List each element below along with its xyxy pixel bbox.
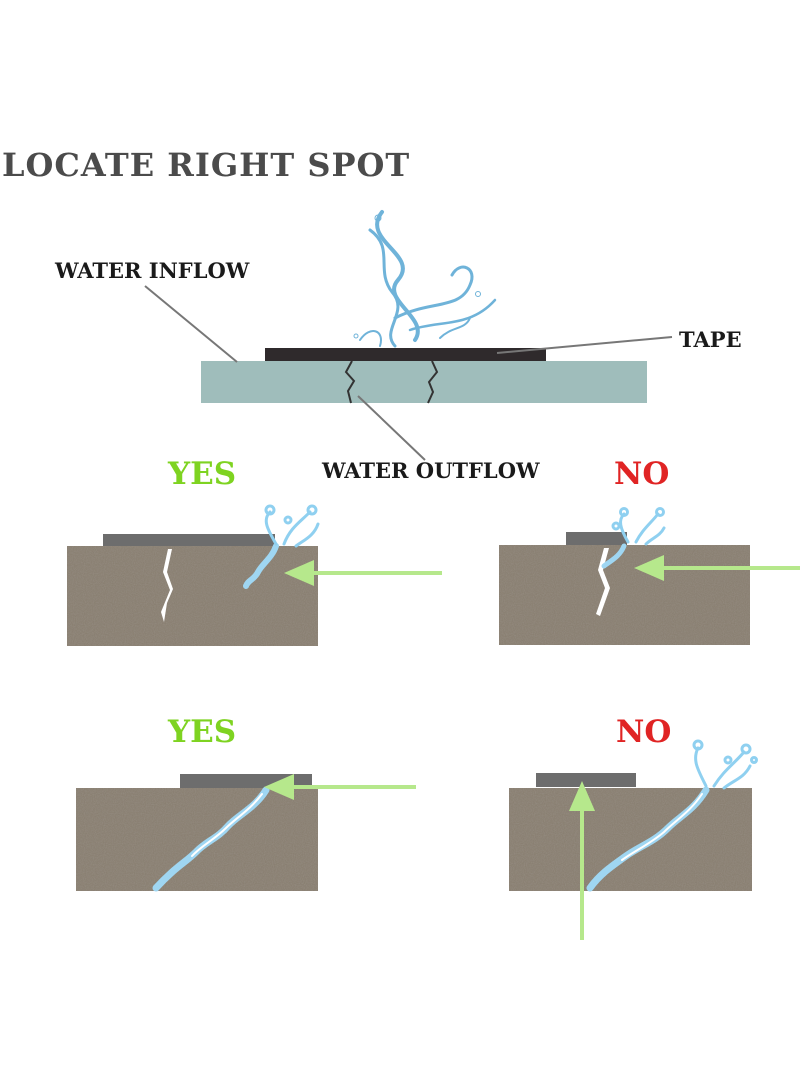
panel-yes-top [67, 504, 442, 646]
tape-label: TAPE [679, 327, 742, 352]
tape-strip [103, 534, 275, 546]
concrete-block [76, 788, 318, 891]
outflow-leader [357, 395, 426, 461]
crack-left [344, 360, 356, 404]
water-leak [601, 543, 627, 569]
tape-strip [566, 532, 627, 545]
inflow-leader [144, 285, 238, 363]
slab [201, 361, 647, 403]
crack-right [427, 360, 439, 404]
water-leak [243, 543, 279, 589]
tape-leader [496, 336, 673, 354]
crack [596, 548, 610, 616]
concrete-block [509, 788, 752, 891]
verdict-no-top: NO [614, 456, 670, 492]
water-splash [264, 504, 320, 548]
tape-strip [536, 773, 636, 787]
panel-no-top [499, 507, 800, 645]
tape-strip [265, 348, 546, 361]
arrow-head [569, 781, 595, 811]
concrete-block [499, 545, 750, 645]
arrow-head [634, 555, 664, 581]
top-schematic [144, 210, 673, 461]
crack [161, 549, 173, 622]
water-outflow-label: WATER OUTFLOW [322, 458, 540, 483]
verdict-no-bottom: NO [616, 714, 672, 750]
panel-yes-bottom [76, 774, 416, 892]
water-crack-highlight [191, 793, 263, 857]
page-title: LOCATE RIGHT SPOT [2, 146, 411, 184]
water-splash [692, 739, 758, 790]
water-splash [611, 507, 666, 546]
water-crack-highlight [621, 793, 703, 861]
verdict-yes-bottom: YES [168, 714, 237, 750]
arrow-head [284, 560, 314, 586]
water-splash-top [353, 210, 497, 348]
water-inflow-label: WATER INFLOW [55, 258, 250, 283]
panel-no-bottom [509, 739, 758, 940]
verdict-yes-top: YES [168, 456, 237, 492]
arrow-head [264, 774, 294, 800]
concrete-block [67, 546, 318, 646]
